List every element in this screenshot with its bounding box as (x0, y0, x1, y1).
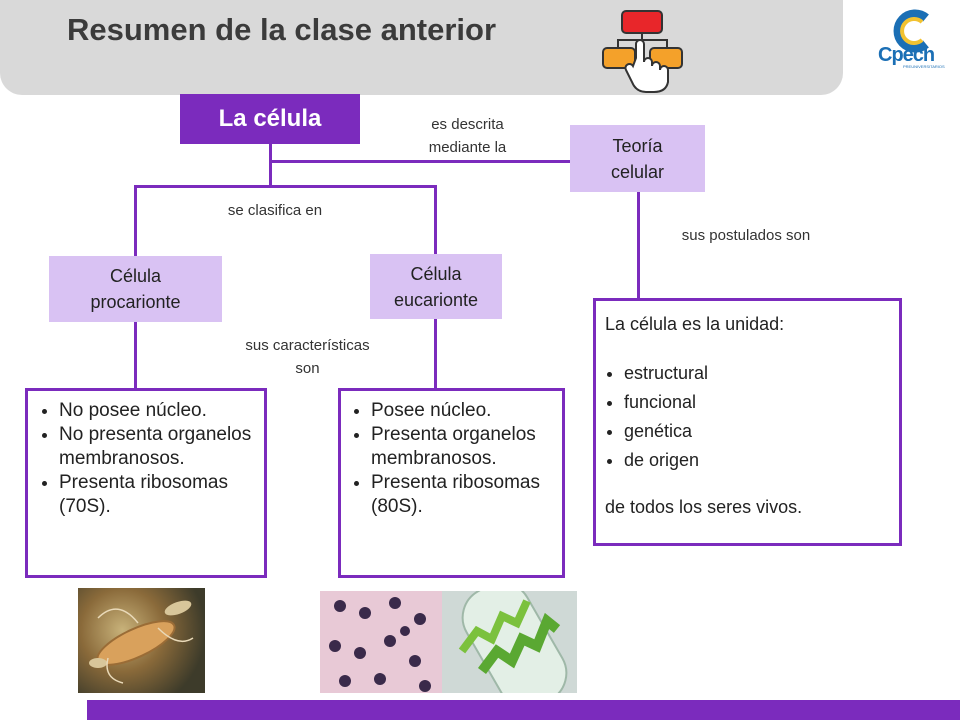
tissue-photo (320, 591, 442, 693)
link-label-described-line1: es descrita (431, 116, 504, 133)
theory-node-line2: celular (610, 161, 665, 182)
connector-branch (134, 185, 437, 188)
list-item: genética (624, 417, 891, 446)
link-label-described-line2: mediante la (428, 139, 507, 156)
cell-node: La célula (180, 94, 360, 144)
bacteria-photo (78, 588, 205, 693)
list-item: Presenta ribosomas (80S). (371, 471, 556, 519)
link-label-features: sus características son (205, 334, 410, 380)
connector-prokaryote-features (134, 322, 137, 388)
connector-cell-branch (269, 160, 272, 188)
eukaryote-node-line1: Célula (410, 263, 462, 284)
list-item: funcional (624, 388, 891, 417)
postulates-outro: de todos los seres vivos. (605, 497, 803, 517)
prokaryote-features-list: No posee núcleo. No presenta organelos m… (32, 399, 258, 519)
cpech-logo-icon (893, 9, 929, 53)
list-item: Presenta organelos membranosos. (371, 423, 556, 471)
connector-to-eukaryote (434, 185, 437, 254)
list-item: estructural (624, 359, 891, 388)
eukaryote-node-line2: eucarionte (393, 289, 479, 310)
link-label-classified: se clasifica en (227, 202, 323, 219)
list-item: Posee núcleo. (371, 399, 556, 423)
prokaryote-node-line1: Célula (109, 266, 162, 286)
bottom-bar (87, 700, 960, 720)
prokaryote-features-box: No posee núcleo. No presenta organelos m… (25, 388, 267, 578)
logo-subtext: PREUNIVERSITARIOS (903, 64, 945, 69)
theory-node: Teoría celular (570, 125, 705, 192)
prokaryote-node: Célula procarionte (49, 256, 222, 322)
connector-eukaryote-features (434, 319, 437, 388)
diagram-hand-icon (602, 10, 683, 93)
link-label-described: es descrita mediante la (395, 113, 540, 159)
list-item: No posee núcleo. (59, 399, 258, 423)
postulates-box: La célula es la unidad: estructural func… (593, 298, 902, 546)
postulates-list: estructural funcional genética de origen (605, 359, 891, 475)
eukaryote-node: Célula eucarionte (370, 254, 502, 319)
algae-photo (442, 591, 577, 693)
connector-theory-postulates (637, 192, 640, 299)
eukaryote-features-list: Posee núcleo. Presenta organelos membran… (344, 399, 556, 519)
link-label-postulates: sus postulados son (681, 227, 811, 244)
prokaryote-node-line2: procarionte (90, 292, 181, 312)
connector-cell-theory (269, 160, 570, 163)
connector-cell-down (269, 143, 272, 163)
connector-to-prokaryote (134, 185, 137, 257)
theory-node-line1: Teoría (612, 135, 663, 156)
title-bar (0, 0, 843, 95)
list-item: No presenta organelos membranosos. (59, 423, 258, 471)
link-label-features-line2: son (295, 360, 320, 377)
list-item: de origen (624, 446, 891, 475)
page-title: Resumen de la clase anterior (67, 12, 497, 47)
eukaryote-features-box: Posee núcleo. Presenta organelos membran… (338, 388, 565, 578)
logo-text: Cpech (878, 44, 935, 66)
link-label-features-line1: sus características (245, 337, 370, 354)
postulates-intro: La célula es la unidad: (605, 314, 785, 334)
list-item: Presenta ribosomas (70S). (59, 471, 258, 519)
